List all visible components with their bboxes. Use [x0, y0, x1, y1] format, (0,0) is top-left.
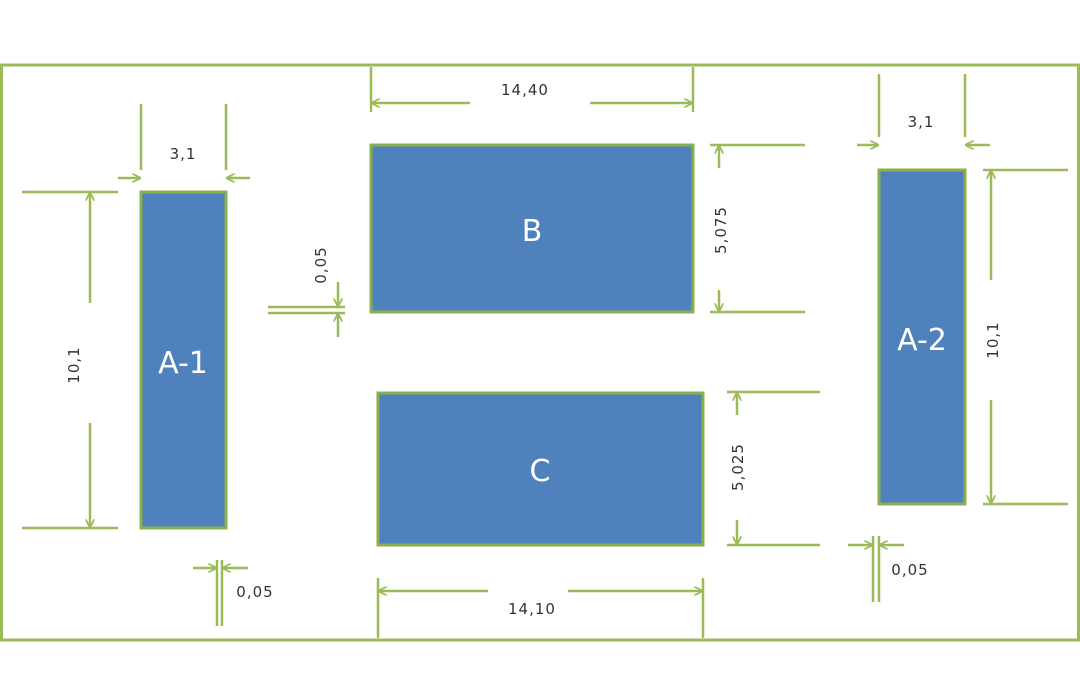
dim-a2-gap-label: 0,05 [891, 561, 928, 579]
dim-a2-width-label: 3,1 [908, 113, 935, 131]
dim-b-height-label: 5,075 [712, 206, 730, 254]
dim-c-width-label: 14,10 [508, 600, 556, 618]
dim-c-width [376, 578, 705, 638]
dim-a2-gap [848, 536, 904, 602]
dim-a1-gap [193, 560, 248, 626]
dim-b-gap-label: 0,05 [312, 246, 330, 283]
dim-b-gap [268, 282, 345, 337]
block-a2-label: A-2 [897, 323, 947, 358]
dim-b-width [369, 67, 695, 112]
block-b: B [369, 143, 695, 314]
dim-b-width-label: 14,40 [501, 81, 549, 99]
block-a1-label: A-1 [158, 346, 208, 381]
dim-c-height-label: 5,025 [729, 443, 747, 491]
block-c: C [376, 391, 705, 547]
block-a2-rect [877, 168, 967, 506]
dim-a1-gap-label: 0,05 [236, 583, 273, 601]
dim-a2-height-label: 10,1 [984, 321, 1002, 358]
block-c-label: C [530, 454, 551, 489]
dim-a2-width [857, 74, 990, 145]
dim-b-height [710, 143, 805, 314]
block-a1-rect [139, 190, 228, 530]
dim-a1-width-label: 3,1 [170, 145, 197, 163]
dim-a2-height [983, 168, 1068, 506]
dim-a1-height-label: 10,1 [65, 346, 83, 383]
block-c-rect [376, 391, 705, 547]
block-b-rect [369, 143, 695, 314]
dim-a1-height [22, 190, 118, 530]
block-b-label: B [522, 214, 543, 249]
block-a1: A-1 [139, 190, 228, 530]
outer-frame [0, 63, 1080, 642]
block-a2: A-2 [877, 168, 967, 506]
dim-a1-width [118, 104, 250, 178]
dim-c-height [727, 390, 820, 547]
